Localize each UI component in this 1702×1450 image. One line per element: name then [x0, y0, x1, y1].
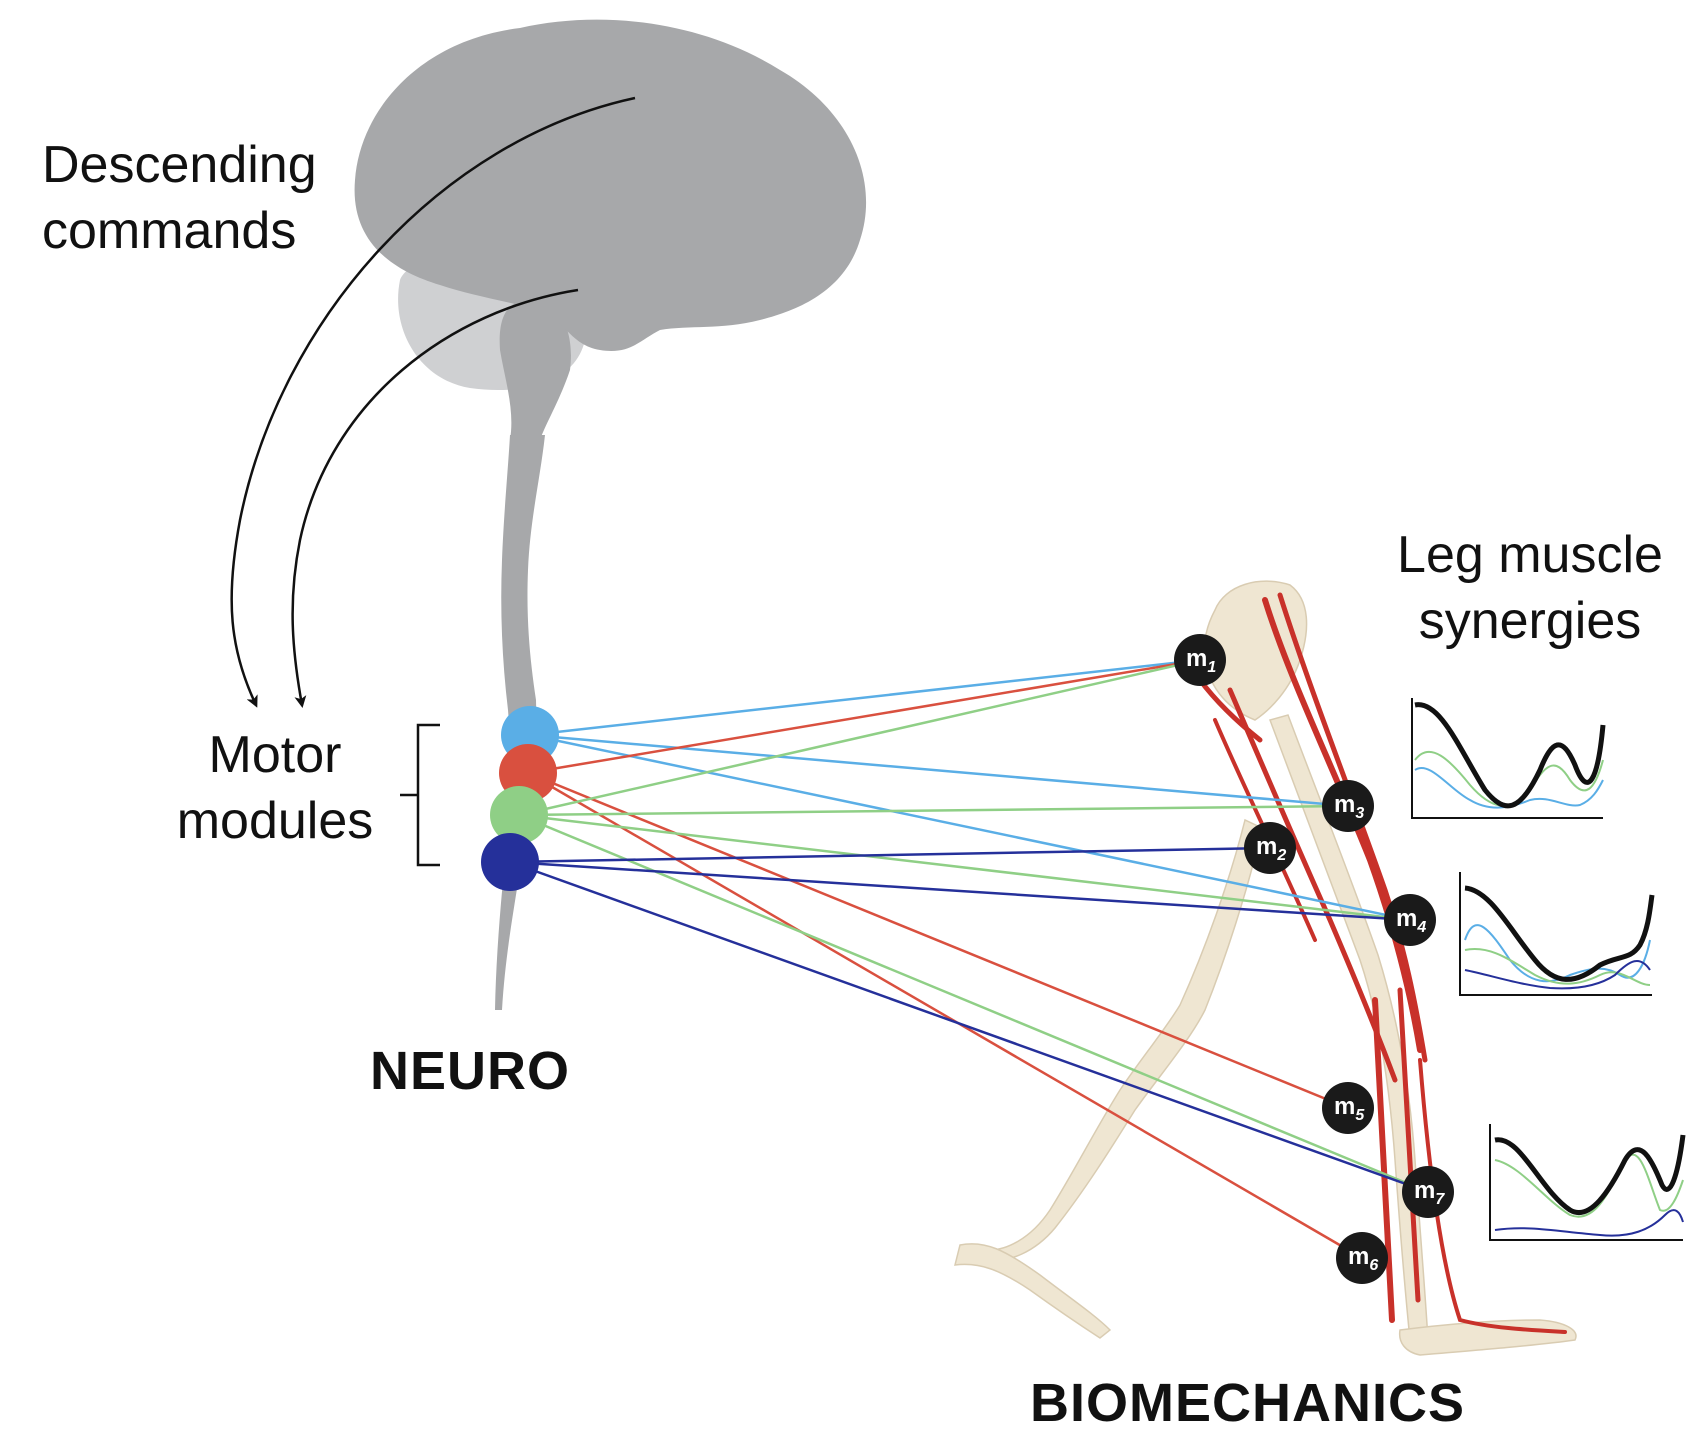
muscle-node-circle-m2: [1244, 822, 1296, 874]
synergy-plot-3-axes: [1489, 1124, 1683, 1241]
motor-module-dark-blue: [481, 833, 539, 891]
connection-red-to-m6: [527, 771, 1363, 1260]
muscle-node-circle-m5: [1322, 1082, 1374, 1134]
brainstem-shape: [499, 300, 571, 440]
synergy-plot-2-axes: [1459, 872, 1652, 996]
motor-label-line-1: Motor: [208, 726, 342, 784]
connection-light-blue-to-m4: [529, 733, 1411, 922]
connection-green-to-m7: [518, 813, 1429, 1194]
motor-modules: [481, 706, 559, 891]
descending-arrow-1: [230, 96, 636, 708]
connection-green-to-m1: [518, 658, 1201, 817]
muscle-node-m5: m5: [1322, 1082, 1374, 1134]
muscle-node-m3: m3: [1322, 780, 1374, 832]
neuro-label: NEURO: [370, 1041, 571, 1101]
synergy-plot-2: [1459, 872, 1655, 996]
connection-dark-blue-to-m2: [509, 846, 1271, 864]
muscle-node-circle-m7: [1402, 1166, 1454, 1218]
synergy-plot-1-black: [1414, 702, 1606, 809]
descending-label-line-2: commands: [42, 202, 297, 260]
leg-skeleton: [954, 580, 1577, 1356]
synergy-plot-1-blue: [1414, 767, 1604, 809]
muscle-gastrocnemius: [1372, 997, 1395, 1323]
muscle-node-circle-m3: [1322, 780, 1374, 832]
muscle-node-circle-m4: [1384, 894, 1436, 946]
motor-modules-label: Motor modules: [150, 722, 400, 854]
muscle-node-circle-m1: [1174, 634, 1226, 686]
synergy-plot-3: [1489, 1124, 1686, 1241]
muscle-nodes: m1 m2 m3 m4 m5 m6 m7: [1174, 634, 1454, 1284]
motor-module-green: [490, 786, 548, 844]
connection-light-blue-to-m3: [529, 733, 1349, 808]
connection-dark-blue-to-m4: [509, 860, 1411, 922]
muscle-hip-flexor: [1262, 597, 1423, 1053]
muscle-soleus: [1397, 987, 1421, 1303]
back-foot-bone: [954, 1243, 1112, 1339]
muscle-quadriceps: [1277, 592, 1428, 1063]
leg-muscles: [1197, 592, 1567, 1334]
muscle-node-m7: m7: [1402, 1166, 1454, 1218]
synergy-plot-2-blue: [1464, 924, 1651, 983]
connection-green-to-m4: [518, 813, 1411, 922]
biomechanics-label: BIOMECHANICS: [1030, 1373, 1466, 1433]
connection-light-blue-to-m1: [529, 658, 1201, 737]
connection-red-to-m1: [527, 658, 1201, 775]
connection-lines: [509, 658, 1429, 1260]
muscle-node-m6: m6: [1336, 1232, 1388, 1284]
synergy-plot-2-darkblue: [1464, 960, 1651, 990]
descending-arrow-2: [291, 288, 579, 708]
muscle-tibialis: [1418, 1058, 1567, 1334]
descending-commands-label: Descending commands: [42, 132, 372, 264]
brain-illustration: [354, 19, 867, 1010]
connection-green-to-m3: [518, 804, 1349, 817]
leg-muscle-synergies-label: Leg muscle synergies: [1370, 522, 1690, 654]
synergies-label-line-1: Leg muscle: [1397, 526, 1663, 584]
muscle-node-circle-m6: [1336, 1232, 1388, 1284]
muscle-gluteus: [1197, 677, 1263, 743]
connection-dark-blue-to-m7: [509, 860, 1429, 1194]
motor-label-line-2: modules: [176, 792, 374, 850]
cerebrum-shape: [354, 19, 867, 351]
synergy-plot-2-black: [1464, 885, 1655, 982]
muscle-hamstring: [1227, 687, 1398, 1083]
synergy-plot-1: [1411, 698, 1606, 819]
synergy-plot-3-darkblue: [1494, 1209, 1684, 1237]
motor-modules-bracket: [400, 723, 440, 867]
synergies-label-line-2: synergies: [1418, 592, 1642, 650]
muscle-node-m1: m1: [1174, 634, 1226, 686]
synergy-plot-1-axes: [1411, 698, 1603, 819]
muscle-node-m2: m2: [1244, 822, 1296, 874]
descending-label-line-1: Descending: [42, 136, 317, 194]
muscle-node-m4: m4: [1384, 894, 1436, 946]
synergy-plot-2-green: [1464, 948, 1651, 986]
connection-red-to-m5: [527, 771, 1349, 1110]
synergy-plot-3-black: [1494, 1134, 1686, 1215]
